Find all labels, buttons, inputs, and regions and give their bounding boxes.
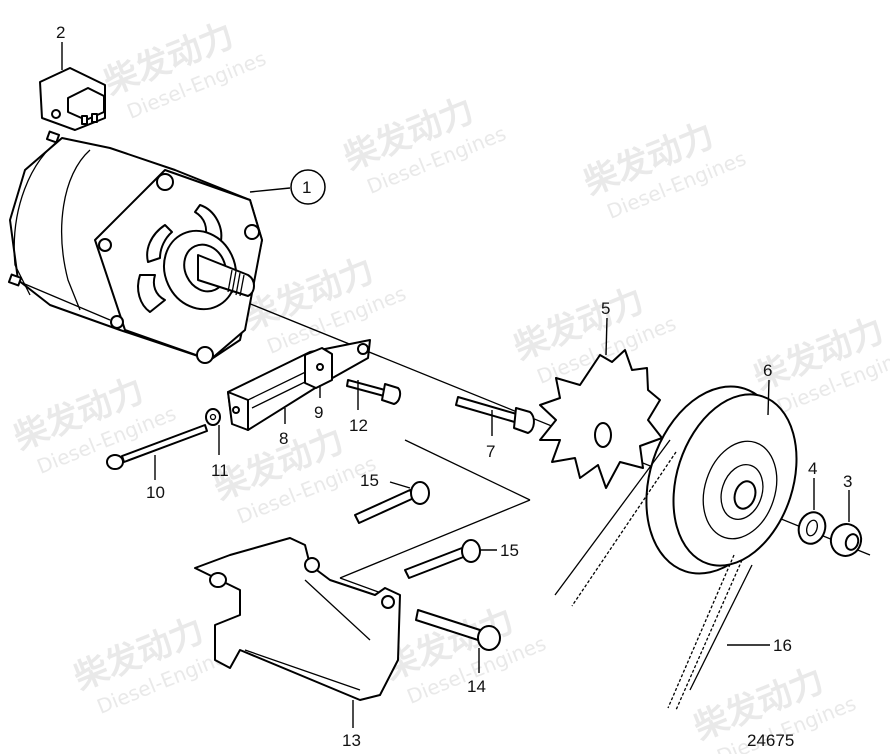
tensioner-bracket-part bbox=[227, 339, 371, 431]
callout-15a: 15 bbox=[360, 471, 379, 490]
long-bolt-10-part bbox=[106, 424, 208, 470]
callout-3: 3 bbox=[843, 472, 852, 491]
callout-1: 1 bbox=[302, 178, 311, 197]
callout-12: 12 bbox=[349, 416, 368, 435]
callout-7: 7 bbox=[486, 442, 495, 461]
pulley-part bbox=[645, 385, 798, 575]
callout-6: 6 bbox=[763, 361, 772, 380]
fan-part bbox=[539, 349, 663, 489]
v-belt-part bbox=[554, 439, 753, 711]
callout-5: 5 bbox=[601, 299, 610, 318]
callout-8: 8 bbox=[279, 429, 288, 448]
callout-labels: 2 1 5 6 4 3 7 8 9 12 11 10 15 15 14 13 1… bbox=[56, 23, 852, 750]
callout-16: 16 bbox=[773, 636, 792, 655]
callout-14: 14 bbox=[467, 677, 486, 696]
watermark-layer: 柴发动力 Diesel-Engines 柴发动力 Diesel-Engines … bbox=[8, 15, 890, 754]
leader-lines bbox=[61, 42, 850, 728]
callout-10: 10 bbox=[146, 483, 165, 502]
callout-15b: 15 bbox=[500, 541, 519, 560]
mounting-bracket-part bbox=[194, 537, 401, 701]
callout-13: 13 bbox=[342, 731, 361, 750]
callout-2: 2 bbox=[56, 23, 65, 42]
flange-bolt-15b-part bbox=[404, 539, 481, 579]
nut-3-part bbox=[829, 523, 863, 557]
bolt-12-part bbox=[346, 379, 402, 405]
alternator-part bbox=[7, 130, 263, 364]
callout-1-circle bbox=[290, 169, 326, 205]
callout-11: 11 bbox=[211, 461, 229, 480]
bolt-7-part bbox=[455, 396, 535, 434]
callout-9: 9 bbox=[314, 403, 323, 422]
flange-bolt-15a-part bbox=[354, 481, 430, 524]
callout-4: 4 bbox=[808, 459, 817, 478]
washer-11-part bbox=[205, 408, 221, 426]
bolt-14-part bbox=[415, 609, 501, 651]
figure-number: 24675 bbox=[747, 731, 794, 750]
washer-4-part bbox=[797, 511, 827, 545]
voltage-regulator-part bbox=[39, 67, 106, 131]
